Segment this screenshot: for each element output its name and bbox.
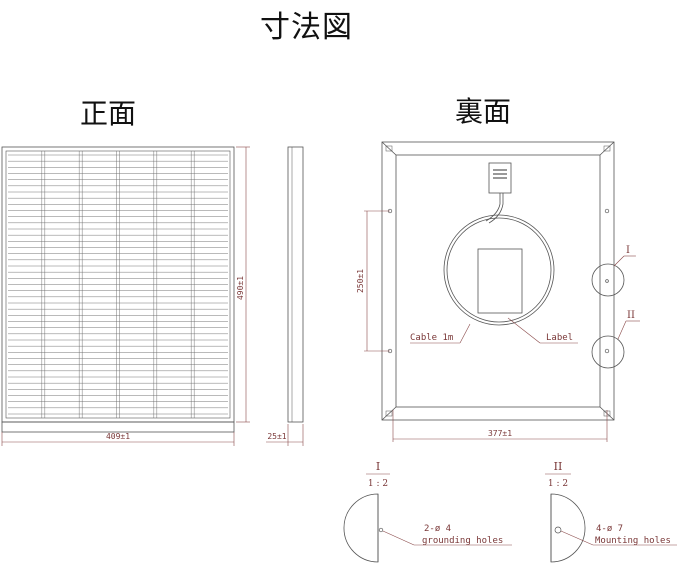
back-frame-inner (395, 154, 601, 408)
solar-cell-grid (8, 151, 228, 418)
cable-label: Cable 1m (410, 333, 453, 343)
back-width-dimension (392, 410, 608, 442)
detail-2-shape (550, 493, 586, 563)
detail-view-2: II 1 : 2 4-ø 7 Mounting holes (545, 460, 677, 563)
back-view-title: 裏面 (455, 95, 512, 128)
detail-1-desc: grounding holes (422, 536, 503, 546)
detail-1-numeral: I (376, 460, 380, 473)
front-view-title: 正面 (80, 97, 137, 130)
front-junction-strip (1, 421, 235, 433)
back-holes (387, 208, 610, 354)
thickness-label: 25±1 (267, 432, 286, 441)
front-width-label: 409±1 (106, 432, 130, 441)
junction-box (488, 162, 512, 194)
hole-spacing-dimension (364, 210, 390, 352)
cable (443, 193, 555, 326)
detail-view-1: I 1 : 2 2-ø 4 grounding holes (343, 460, 512, 563)
detail-1-shape (343, 493, 379, 563)
detail-2-scale: 1 : 2 (548, 479, 568, 489)
label-plate (477, 248, 523, 314)
label-plate-label: Label (546, 333, 573, 343)
diagram-title: 寸法図 (260, 10, 353, 45)
side-view (287, 146, 304, 423)
back-frame-outer (381, 141, 615, 421)
detail-mark-1: I (626, 245, 630, 256)
thickness-dimension (266, 424, 304, 446)
detail-2-spec: 4-ø 7 (596, 524, 623, 534)
detail-1-scale: 1 : 2 (368, 479, 388, 489)
front-view (1, 146, 235, 433)
detail-1-spec: 2-ø 4 (424, 524, 451, 534)
detail-2-numeral: II (554, 460, 563, 473)
front-frame-inner (5, 150, 231, 419)
front-width-dimension (1, 432, 235, 446)
detail-mark-2: II (627, 310, 635, 321)
front-height-label: 490±1 (236, 276, 245, 300)
back-view (381, 141, 615, 421)
detail-callouts (591, 263, 625, 369)
hole-spacing-label: 250±1 (356, 269, 365, 293)
detail-leaders (613, 255, 640, 340)
front-height-dimension (236, 146, 250, 423)
label-leader (507, 317, 578, 344)
back-width-label: 377±1 (488, 429, 512, 438)
cable-leader (410, 323, 471, 344)
detail-2-desc: Mounting holes (595, 536, 671, 546)
